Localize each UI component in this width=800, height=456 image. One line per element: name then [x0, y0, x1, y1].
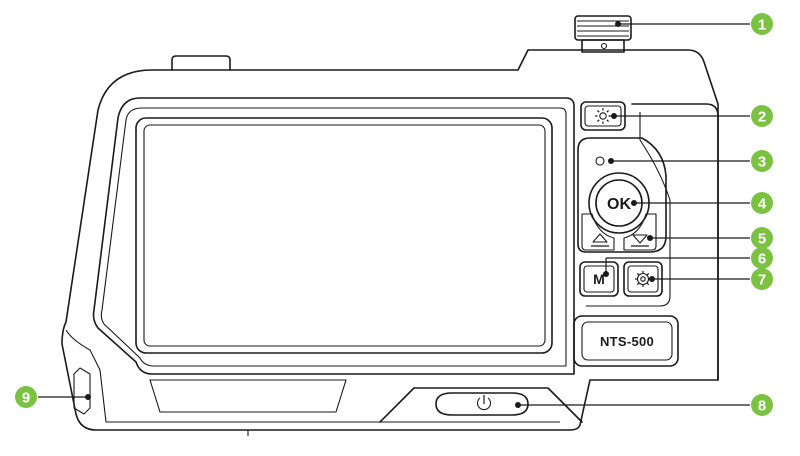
callout-badge-8: 8	[751, 394, 773, 416]
threaded-connector-icon	[574, 15, 632, 53]
gear-icon	[635, 271, 651, 287]
callout-badge-4: 4	[751, 192, 773, 214]
callout-badge-3: 3	[751, 150, 773, 172]
display-screen	[135, 117, 553, 354]
model-label-plate-inner	[581, 321, 673, 361]
ok-button-label: OK	[607, 196, 631, 213]
callout-badge-2: 2	[751, 105, 773, 127]
model-label-plate	[573, 315, 679, 367]
up-triangle-icon	[591, 233, 609, 247]
control-panel-channel	[586, 112, 671, 307]
callout-badge-9: 9	[15, 386, 37, 408]
led-indicator-icon	[595, 156, 605, 166]
callout-number: 3	[758, 154, 766, 171]
power-button[interactable]	[435, 392, 529, 416]
callout-number: 9	[22, 390, 30, 407]
callout-number: 7	[758, 272, 766, 289]
display-screen-inner	[143, 124, 546, 347]
top-bump	[171, 55, 231, 71]
callout-number: 4	[758, 196, 767, 213]
device-body-outline	[61, 49, 719, 431]
callout-leaders	[38, 21, 750, 408]
callout-number: 5	[758, 231, 766, 248]
callout-number: 1	[758, 17, 766, 34]
up-button[interactable]	[581, 213, 615, 251]
callout-badge-6: 6	[751, 247, 773, 269]
dpad-housing	[577, 137, 667, 253]
down-triangle-icon	[631, 234, 649, 247]
callout-badge-5: 5	[751, 227, 773, 249]
bezel-frame-outer	[92, 97, 575, 375]
power-icon	[476, 395, 492, 411]
callout-number: 6	[758, 251, 766, 268]
mode-button[interactable]	[579, 261, 619, 297]
callout-badge-1: 1	[751, 13, 773, 35]
bezel-frame-inner	[100, 107, 567, 367]
left-grip	[73, 367, 91, 415]
callout-number: 2	[758, 109, 766, 126]
callout-number: 8	[758, 398, 766, 415]
sun-icon	[595, 108, 611, 124]
left-side-panel	[65, 329, 107, 423]
mode-button-label: M	[593, 271, 605, 287]
down-button[interactable]	[623, 213, 657, 251]
bottom-vent	[149, 379, 347, 413]
mode-button-inner	[583, 265, 615, 293]
callout-badge-7: 7	[751, 268, 773, 290]
model-label: NTS-500	[600, 334, 654, 349]
